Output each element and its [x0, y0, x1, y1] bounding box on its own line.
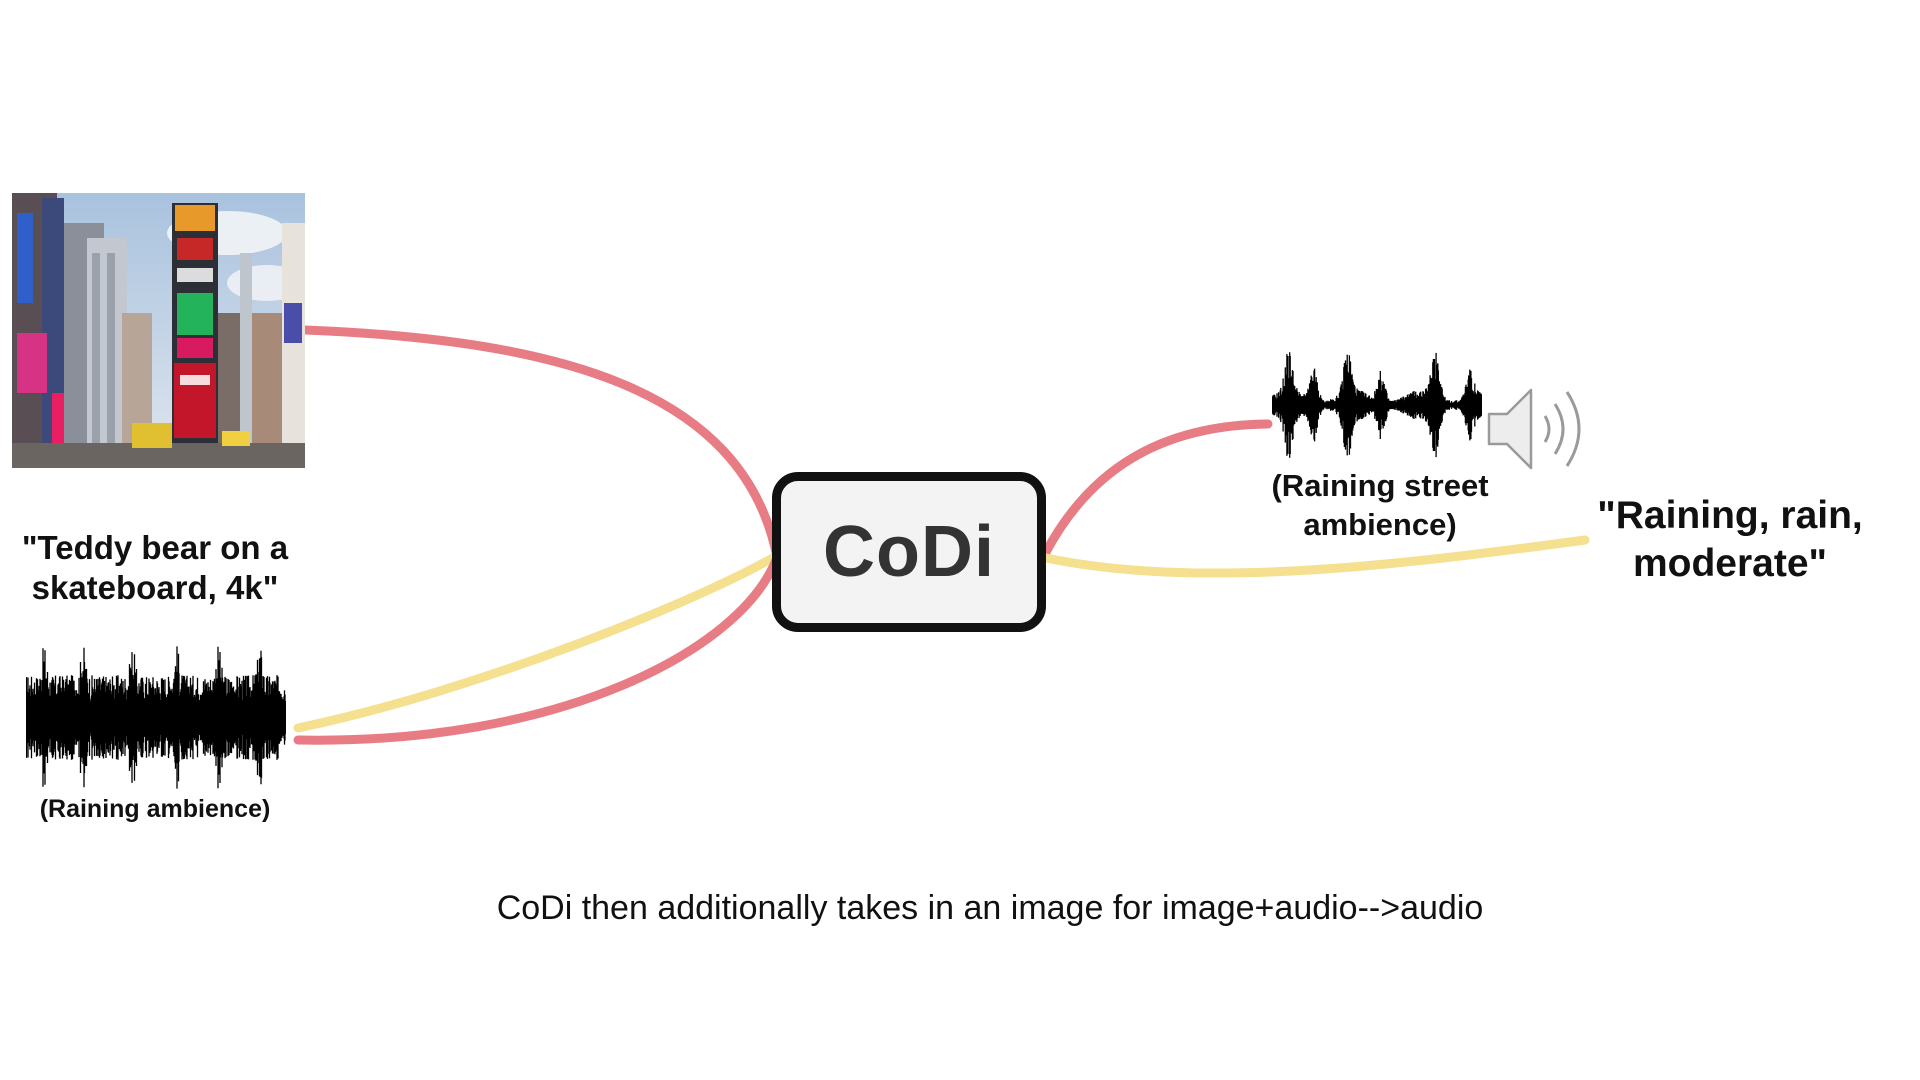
- connector-image-to-codi: [300, 325, 781, 557]
- input-audio-waveform: [26, 646, 286, 789]
- output-audio-waveform: [1272, 352, 1482, 458]
- codi-model-box: CoDi: [772, 472, 1046, 632]
- output-audio-caption: (Raining street ambience): [1271, 468, 1489, 542]
- times-square-photo: [12, 193, 305, 468]
- speaker-icon: [1487, 388, 1581, 470]
- connector-codi-to-audio: [1041, 419, 1273, 557]
- slide-caption: CoDi then additionally takes in an image…: [496, 889, 1484, 927]
- input-audio-caption: (Raining ambience): [39, 795, 271, 823]
- connector-audio-to-codi: [293, 555, 781, 745]
- text-prompt-input: "Teddy bear on a skateboard, 4k": [21, 529, 289, 606]
- connector-text-to-codi: [293, 551, 781, 733]
- connector-codi-to-text: [1041, 535, 1590, 578]
- text-output: "Raining, rain, moderate": [1597, 494, 1863, 585]
- codi-label: CoDi: [823, 512, 995, 592]
